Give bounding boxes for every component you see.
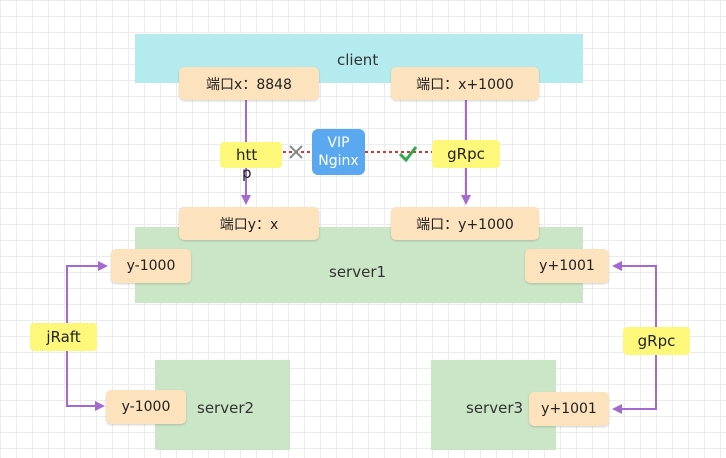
grpc-arrow-down xyxy=(612,355,657,414)
grpc-link-tag: gRpc xyxy=(623,327,690,355)
server1-port-y1000: 端口：y+1000 xyxy=(391,207,539,240)
server2-label: server2 xyxy=(197,399,255,417)
server3-label: server3 xyxy=(466,399,524,417)
http-tag-line1: htt xyxy=(236,146,258,164)
server1-raft-port: y-1000 xyxy=(111,249,191,283)
server1-raft-port-1001: y+1001 xyxy=(525,249,609,283)
nginx-label-vip: VIP xyxy=(327,135,350,151)
grpc-arrow-up xyxy=(612,261,657,328)
jraft-arrow-up xyxy=(66,261,108,328)
server2-raft-port: y-1000 xyxy=(106,390,186,424)
jraft-tag: jRaft xyxy=(30,323,97,351)
client-label: client xyxy=(337,51,379,69)
client-port-x: 端口x：8848 xyxy=(179,67,319,100)
nginx-label-nginx: Nginx xyxy=(318,153,359,169)
check-mark-icon xyxy=(398,146,418,163)
server3-raft-port: y+1001 xyxy=(529,392,609,426)
client-port-x1000: 端口：x+1000 xyxy=(391,67,539,100)
server1-port-y: 端口y：x xyxy=(179,207,319,240)
http-tag: htt p xyxy=(220,142,282,182)
jraft-arrow-down xyxy=(66,350,105,411)
server1-label: server1 xyxy=(329,263,387,281)
grpc-tag: gRpc xyxy=(432,140,500,168)
cross-mark-icon xyxy=(289,145,303,159)
vip-nginx-node: VIP Nginx xyxy=(312,129,365,175)
http-tag-line2: p xyxy=(242,164,252,182)
